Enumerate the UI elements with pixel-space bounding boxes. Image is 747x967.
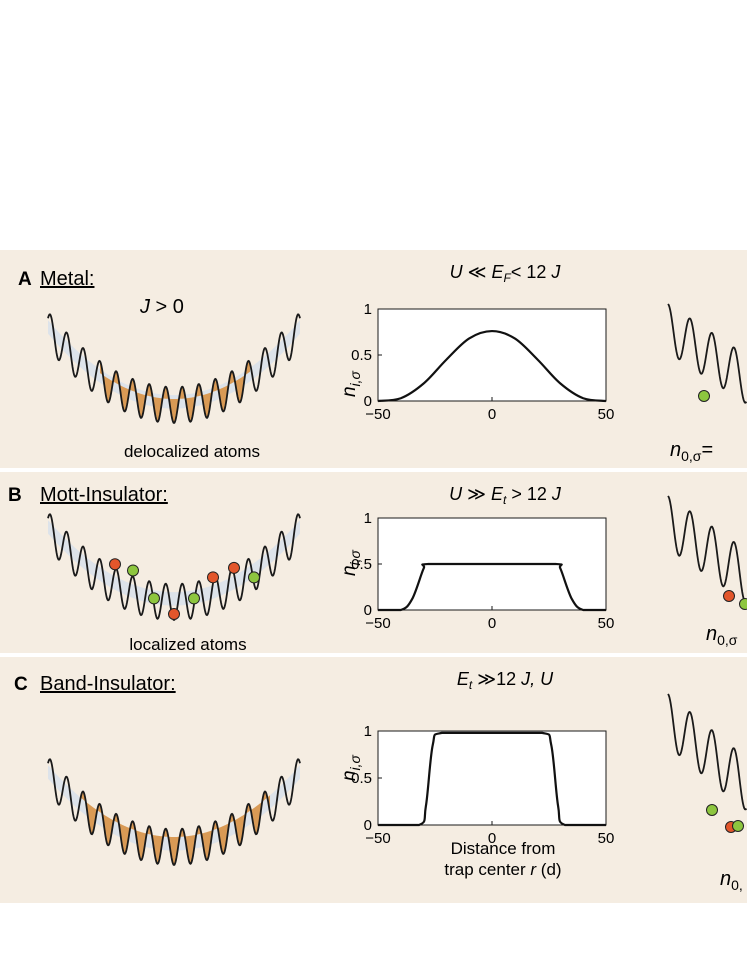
potential-curve [667, 303, 747, 404]
atom-spin-up [188, 592, 200, 605]
atoms-caption: localized atoms [129, 635, 246, 653]
y-tick-label: 1 [364, 723, 372, 740]
y-tick-label: 0.5 [351, 347, 372, 364]
x-tick-label: 0 [488, 830, 496, 847]
y-tick-label: 0.5 [351, 556, 372, 573]
panel-a-canvas: A Metal: J > 0 delocalized atoms U ≪ EF<… [18, 262, 747, 464]
site-occupation-label: n0, [720, 868, 743, 893]
panel-letter: C [14, 674, 28, 695]
x-tick-label: −50 [365, 615, 390, 632]
panel-letter: A [18, 269, 32, 290]
lattice-potential [47, 513, 301, 622]
y-axis-label: ni,σ [339, 370, 363, 397]
x-tick-label: 50 [598, 406, 615, 423]
density-curve [378, 562, 606, 612]
x-tick-label: −50 [365, 406, 390, 423]
y-axis-label: ni,σ [339, 549, 363, 576]
atom-spin-up [127, 564, 139, 577]
y-tick-label: 1 [364, 510, 372, 527]
density-curve [378, 731, 606, 827]
regime-condition: U ≪ EF< 12 J [450, 262, 562, 285]
site-occupation-label: n0,σ [706, 623, 738, 648]
x-tick-label: 50 [598, 830, 615, 847]
atom-spin-up [739, 598, 747, 610]
plot-frame [377, 308, 607, 402]
atom-spin-down [228, 561, 240, 574]
regime-condition: U ≫ Et > 12 J [449, 484, 562, 507]
y-tick-label: 0 [364, 393, 372, 410]
atom-spin-up [732, 820, 744, 832]
regime-condition: Et ≫12 J, U [457, 669, 554, 692]
hopping-annotation: J > 0 [139, 296, 184, 318]
atom-spin-down [207, 571, 219, 584]
atom-spin-down [109, 558, 121, 571]
zoom-lattice-crop [667, 303, 747, 404]
atoms-caption: delocalized atoms [124, 442, 260, 461]
atom-spin-up [698, 390, 710, 402]
y-tick-label: 1 [364, 301, 372, 318]
lattice-potential [47, 758, 301, 867]
potential-curve [47, 758, 301, 867]
cloud-band [48, 520, 300, 606]
zoom-lattice-crop [667, 693, 747, 833]
x-axis-label-line2: trap center r (d) [444, 860, 561, 879]
x-tick-label: 0 [488, 615, 496, 632]
panel-title: Band-Insulator: [40, 673, 176, 695]
x-tick-label: −50 [365, 830, 390, 847]
panel-metal: A Metal: J > 0 delocalized atoms U ≪ EF<… [0, 250, 747, 468]
fermi-filling [100, 360, 250, 423]
atom-spin-up [706, 804, 718, 816]
x-tick-label: 50 [598, 615, 615, 632]
y-tick-label: 0.5 [351, 770, 372, 787]
potential-curve [47, 313, 301, 425]
atom-spin-up [248, 571, 260, 584]
y-axis-label: ni,σ [339, 754, 363, 781]
x-tick-label: 0 [488, 406, 496, 423]
plot-frame [377, 730, 607, 826]
panel-title: Mott-Insulator: [40, 484, 168, 506]
zoom-lattice-crop [667, 495, 747, 610]
site-occupation-label: n0,σ= [670, 439, 713, 464]
y-tick-label: 0 [364, 602, 372, 619]
potential-curve [667, 693, 747, 811]
atom-spin-down [723, 590, 735, 602]
atom-spin-up [148, 592, 160, 605]
lattice-potential [47, 313, 301, 425]
atom-spin-down [168, 608, 180, 620]
fermi-filling [80, 791, 270, 865]
potential-curve [667, 495, 747, 603]
panel-mott-insulator: B Mott-Insulator: localized atoms U ≫ Et… [0, 472, 747, 653]
y-tick-label: 0 [364, 817, 372, 834]
panel-title: Metal: [40, 268, 94, 290]
density-curve [377, 329, 607, 403]
x-axis-label-line1: Distance from [451, 839, 556, 858]
panel-b-canvas: B Mott-Insulator: localized atoms U ≫ Et… [8, 484, 747, 653]
panel-letter: B [8, 485, 22, 506]
